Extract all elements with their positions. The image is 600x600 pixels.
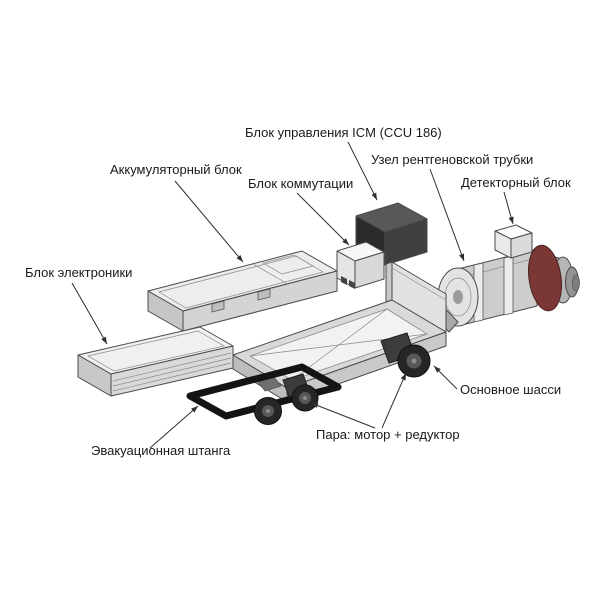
- arrowhead: [459, 253, 465, 261]
- leader-lines: [71, 141, 514, 449]
- electronics-block: [77, 326, 234, 397]
- arrowhead: [101, 336, 107, 344]
- arrowhead: [236, 254, 243, 262]
- arrowhead: [191, 406, 198, 413]
- arrowhead: [508, 216, 514, 224]
- arrowhead: [434, 366, 441, 373]
- arrowhead: [311, 403, 319, 408]
- labels: Аккумуляторный блок Блок управления ICM …: [25, 125, 571, 458]
- label-control-unit: Блок управления ICM (CCU 186): [245, 125, 442, 140]
- label-motor-gearbox: Пара: мотор + редуктор: [316, 427, 460, 442]
- leader-switching: [296, 192, 350, 246]
- label-switching: Блок коммутации: [248, 176, 353, 191]
- leader-xray-tube: [429, 168, 465, 262]
- wheels: [254, 344, 431, 425]
- evacuation-rod-frame: [186, 363, 342, 420]
- leader-electronics: [71, 282, 108, 345]
- leader-motor-right: [381, 372, 407, 429]
- leader-evacuation-rod: [149, 405, 199, 449]
- label-evacuation-rod: Эвакуационная штанга: [91, 443, 231, 458]
- arrowhead: [342, 238, 349, 245]
- arrowhead: [371, 192, 377, 200]
- battery-block: [147, 250, 338, 332]
- leader-battery: [174, 180, 244, 263]
- label-xray-tube: Узел рентгеновской трубки: [371, 152, 533, 167]
- label-battery: Аккумуляторный блок: [110, 162, 242, 177]
- arrowhead: [400, 373, 406, 381]
- label-detector: Детекторный блок: [461, 175, 571, 190]
- switching-unit-box: [336, 241, 385, 289]
- label-electronics: Блок электроники: [25, 265, 132, 280]
- detector-ring: [528, 244, 562, 312]
- detector-top-box: [494, 224, 533, 259]
- xray-detector-assembly: [427, 224, 580, 333]
- leader-motor-left: [310, 402, 376, 429]
- label-chassis: Основное шасси: [460, 382, 561, 397]
- leader-control-unit: [347, 141, 378, 201]
